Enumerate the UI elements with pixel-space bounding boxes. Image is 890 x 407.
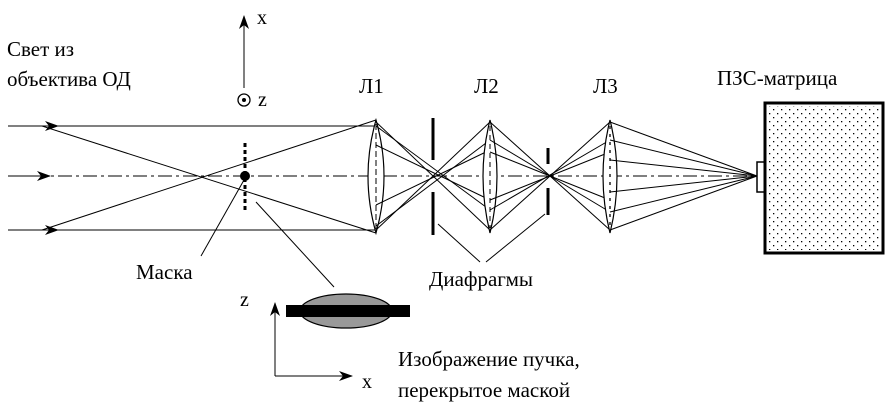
source-label-line2: объектива ОД bbox=[7, 67, 131, 91]
lens-l2-label: Л2 bbox=[474, 74, 499, 98]
mask-bar bbox=[286, 305, 410, 317]
image-caption-line1: Изображение пучка, bbox=[398, 347, 580, 371]
mask-label: Маска bbox=[136, 260, 193, 284]
ccd-matrix bbox=[756, 101, 885, 255]
source-label-line1: Свет из bbox=[7, 37, 74, 61]
aperture-2-pointer bbox=[485, 213, 546, 263]
rays-l3-ccd bbox=[609, 121, 758, 231]
beam-image-inset bbox=[270, 293, 410, 381]
axis-bottom-z-label: z bbox=[240, 289, 249, 311]
mask bbox=[240, 143, 250, 210]
apertures-label: Диафрагмы bbox=[429, 267, 533, 291]
axes-top bbox=[237, 15, 251, 107]
rays-l2-l3 bbox=[489, 121, 611, 231]
lens-l1 bbox=[367, 117, 385, 236]
rays-l1-l2 bbox=[375, 121, 491, 231]
aperture-1-pointer bbox=[437, 223, 481, 263]
mask-image-pointer bbox=[255, 201, 335, 288]
lens-l2 bbox=[482, 119, 498, 234]
axis-bottom-x-label: x bbox=[362, 371, 372, 393]
image-caption-line2: перекрытое маской bbox=[398, 378, 570, 402]
axis-top-z-label: z bbox=[258, 89, 267, 111]
lens-l3 bbox=[602, 119, 618, 234]
lens-l3-label: Л3 bbox=[593, 74, 618, 98]
ccd-label: ПЗС-матрица bbox=[717, 66, 838, 90]
mask-pointer bbox=[200, 179, 245, 257]
lens-l1-label: Л1 bbox=[359, 74, 384, 98]
axis-top-x-label: x bbox=[257, 7, 267, 29]
